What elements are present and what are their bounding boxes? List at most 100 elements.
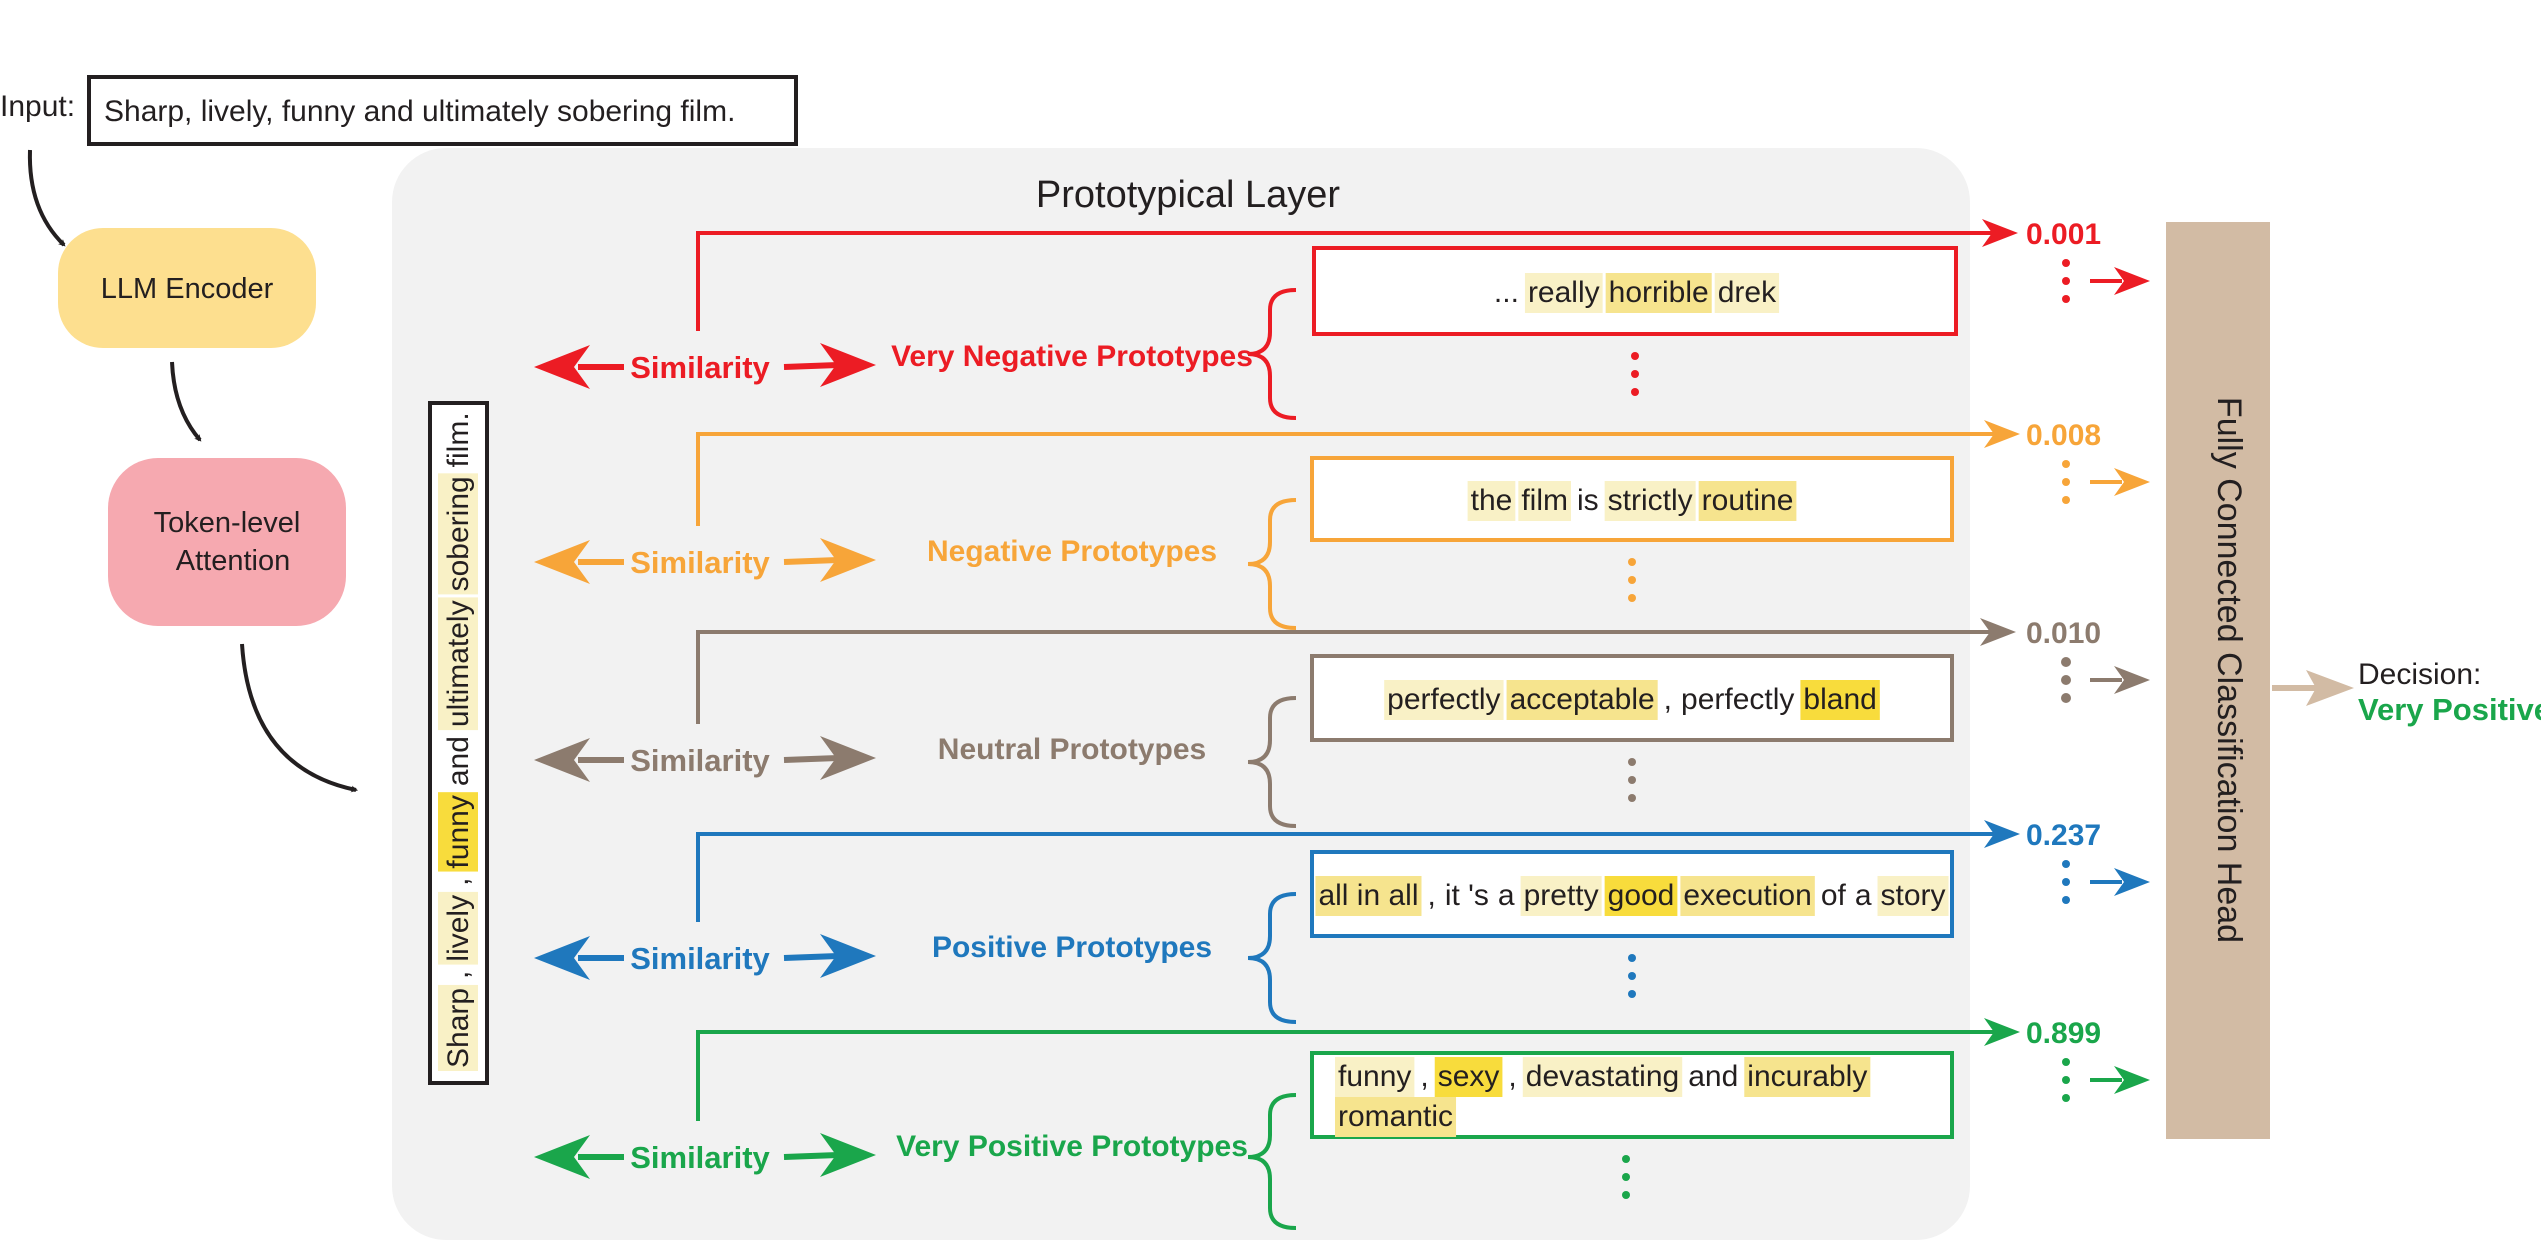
similarity-label: Similarity — [630, 1140, 770, 1175]
attended-token: , — [442, 878, 475, 886]
prototype-token: , — [1664, 683, 1672, 716]
similarity-to-score-line — [696, 231, 1994, 331]
prototype-token: film — [1521, 484, 1568, 517]
more-prototypes-dots — [1631, 388, 1639, 396]
more-scores-dots — [2062, 860, 2070, 868]
attended-tokens: Sharp,lively,funnyandultimatelysoberingf… — [438, 412, 478, 1071]
prototype-token: acceptable — [1510, 683, 1655, 716]
prototype-token: all in all — [1318, 879, 1418, 912]
llm-encoder-label: LLM Encoder — [101, 273, 274, 305]
similarity-label: Similarity — [630, 350, 770, 385]
token-highlight — [1800, 680, 1880, 720]
prototype-brace — [1247, 1093, 1297, 1230]
more-scores-dots — [2062, 1094, 2070, 1102]
token-highlight — [438, 597, 478, 731]
prototypical-layer-panel — [392, 148, 1970, 1240]
token-highlight — [1434, 1057, 1503, 1097]
token-highlight — [1518, 481, 1571, 521]
prototype-token: perfectly — [1681, 683, 1794, 716]
token-highlight — [1680, 876, 1815, 916]
more-prototypes-dots — [1628, 758, 1636, 766]
token-highlight — [1714, 273, 1780, 313]
more-scores-dots — [2062, 295, 2070, 303]
prototype-token: routine — [1702, 484, 1794, 517]
similarity-right-arrow-head — [820, 736, 876, 780]
prototype-category-label: Very Positive Prototypes — [896, 1130, 1248, 1163]
token-highlight — [1335, 1057, 1415, 1097]
token-highlight — [1524, 273, 1603, 313]
decision-arrow-head — [2306, 670, 2354, 706]
decision-value: Very Positive — [2358, 692, 2541, 727]
attended-token: funny — [442, 795, 475, 868]
similarity-left-arrow-head — [534, 345, 590, 389]
more-scores-dots — [2062, 496, 2070, 504]
attended-token: , — [442, 971, 475, 979]
more-prototypes-dots — [1622, 1173, 1630, 1181]
token-highlight — [438, 984, 478, 1071]
prototype-token: story — [1881, 879, 1946, 912]
more-scores-dots — [2062, 896, 2070, 904]
prototype-token: perfectly — [1387, 683, 1500, 716]
token-highlight — [1604, 876, 1678, 916]
prototype-brace — [1247, 892, 1297, 1024]
attended-token: Sharp — [442, 988, 475, 1068]
score-to-classifier-arrow-head — [2114, 868, 2150, 896]
token-highlight — [438, 792, 478, 872]
more-scores-dots — [2062, 460, 2070, 468]
token-highlight — [438, 891, 478, 965]
similarity-score: 0.008 — [2026, 419, 2101, 452]
prototype-token: it 's — [1445, 879, 1489, 912]
more-prototypes-dots — [1628, 776, 1636, 784]
similarity-score: 0.010 — [2026, 617, 2101, 650]
similarity-to-score-line — [696, 832, 1996, 922]
prototype-category-label: Positive Prototypes — [932, 931, 1212, 964]
prototype-category-label: Very Negative Prototypes — [891, 340, 1253, 373]
similarity-to-score-arrow-head — [1984, 420, 2020, 448]
similarity-right-arrow-head — [820, 343, 876, 387]
similarity-to-score-arrow-head — [1984, 820, 2020, 848]
more-prototypes-dots — [1631, 370, 1639, 378]
score-to-classifier-arrow-head — [2114, 267, 2150, 295]
more-scores-dots — [2062, 1076, 2070, 1084]
token-highlight — [1877, 876, 1949, 916]
more-scores-dots — [2062, 1058, 2070, 1066]
more-prototypes-dots — [1622, 1155, 1630, 1163]
similarity-to-score-arrow-head — [1984, 1018, 2020, 1046]
prototype-token: execution — [1683, 879, 1811, 912]
similarity-label: Similarity — [630, 941, 770, 976]
token-highlight — [1315, 876, 1422, 916]
similarity-to-score-arrow-head — [1982, 219, 2018, 247]
more-scores-dots — [2062, 878, 2070, 886]
prototype-token: , — [1420, 1060, 1428, 1093]
similarity-right-arrow-head — [820, 1133, 876, 1177]
prototype-token: horrible — [1609, 276, 1709, 309]
token-highlight — [1698, 481, 1797, 521]
similarity-left-arrow-head — [534, 1135, 590, 1179]
prototype-token: good — [1608, 879, 1675, 912]
prototype-token: drek — [1718, 276, 1777, 309]
similarity-score: 0.237 — [2026, 819, 2101, 852]
score-to-classifier-arrow-head — [2114, 1066, 2150, 1094]
more-scores-dots — [2061, 657, 2071, 667]
attention-to-tokens-arrow — [240, 643, 359, 793]
input-to-encoder-arrow — [27, 149, 66, 247]
similarity-label: Similarity — [630, 545, 770, 580]
similarity-to-score-line — [696, 1030, 1996, 1121]
input-box — [87, 75, 798, 146]
token-highlight — [1605, 273, 1712, 313]
more-scores-dots — [2062, 478, 2070, 486]
more-prototypes-dots — [1628, 990, 1636, 998]
prototype-token: a — [1498, 879, 1515, 912]
prototype-token: sexy — [1438, 1060, 1500, 1093]
more-scores-dots — [2061, 693, 2071, 703]
more-prototypes-dots — [1628, 576, 1636, 584]
more-prototypes-dots — [1628, 594, 1636, 602]
similarity-score: 0.899 — [2026, 1017, 2101, 1050]
similarity-to-score-line — [696, 630, 1992, 724]
similarity-label: Similarity — [630, 743, 770, 778]
